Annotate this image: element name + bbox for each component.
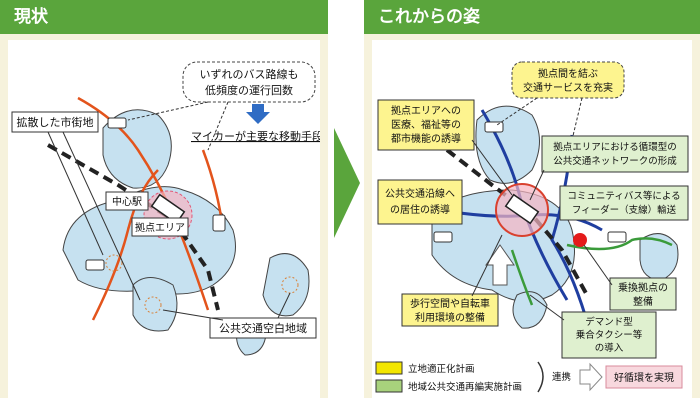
- blank-area-pointer: [162, 309, 224, 321]
- callout-pointer: [471, 139, 513, 196]
- bus-route-line: [91, 169, 159, 321]
- result-box: [605, 365, 683, 389]
- bus-frequency-callout: [182, 61, 316, 103]
- current-state-header: 現状: [0, 0, 328, 34]
- city-region: [132, 277, 178, 332]
- sprawl-label: 拡散した市街地: [17, 115, 94, 129]
- callout-pointer: [583, 244, 613, 286]
- mycar-text: マイカーが主要な移動手段: [191, 129, 320, 143]
- network-callout-line1: 拠点エリアにおける循環型の: [553, 141, 677, 153]
- central-station-label: 中心駅: [112, 195, 142, 208]
- walk-callout-line2: 利用環境の整備: [415, 311, 485, 324]
- residence-callout-line1: 公共交通沿線へ: [385, 187, 455, 200]
- bus-icon: [107, 117, 127, 129]
- current-state-map: いずれのバス路線も 低頻度の運行回数 マイカーが主要な移動手段 拡散した市街地 …: [11, 61, 320, 356]
- residence-callout: [377, 179, 463, 225]
- future-state-map-area: 拠点間を結ぶ 交通サービスを充実 拠点エリアへの 医療、福祉等の 都市機能の誘導…: [372, 40, 692, 398]
- network-callout: [541, 135, 689, 173]
- demand-taxi-line3: の導入: [595, 342, 624, 354]
- connect-callout-line1: 拠点間を結ぶ: [538, 67, 598, 80]
- residence-callout-line2: の居住の誘導: [390, 203, 450, 216]
- legend-green-swatch: [375, 379, 403, 393]
- bus-icon: [85, 259, 105, 271]
- legend-yellow-label: 立地適正化計画: [408, 363, 475, 375]
- urban-function-line1: 拠点エリアへの: [391, 104, 461, 117]
- callout-pointer: [529, 169, 545, 201]
- central-station-label-box: [105, 191, 149, 211]
- blank-area-marker: [144, 296, 162, 314]
- feeder-callout-line2: フィーダー（支線）輸送: [572, 204, 677, 216]
- urban-function-callout: [377, 99, 475, 151]
- hub-area-label: 拠点エリア: [135, 221, 185, 234]
- blank-area-pointer: [277, 292, 291, 319]
- walk-callout: [401, 293, 499, 327]
- future-state-header: これからの姿: [364, 0, 700, 34]
- future-state-panel: これからの姿 拠点間を結ぶ 交通サービスを充実: [364, 0, 700, 398]
- sprawl-pointer: [62, 131, 141, 301]
- feeder-line: [510, 249, 534, 306]
- city-region: [639, 233, 679, 281]
- city-region: [262, 253, 310, 317]
- demand-taxi-line1: デマンド型: [585, 316, 633, 328]
- callout-pointer: [496, 97, 538, 126]
- urban-function-line2: 医療、福祉等の: [391, 118, 461, 131]
- bus-frequency-callout-line2: 低頻度の運行回数: [205, 83, 293, 97]
- blank-area-marker: [105, 254, 123, 272]
- sprawl-pointer: [47, 131, 104, 256]
- bus-icon: [484, 121, 504, 133]
- central-station-icon: [504, 193, 540, 225]
- transfer-callout: [609, 277, 677, 311]
- feeder-callout: [559, 185, 689, 221]
- blank-area-label: 公共交通空白地域: [219, 321, 307, 335]
- demand-taxi-callout: [561, 311, 657, 359]
- legend-yellow-swatch: [375, 361, 403, 375]
- callout-pointer: [127, 101, 209, 121]
- connect-callout: [511, 61, 625, 99]
- callout-pointer: [529, 294, 565, 321]
- walk-callout-line1: 歩行空間や自転車: [410, 297, 490, 310]
- future-state-map: 拠点間を結ぶ 交通サービスを充実 拠点エリアへの 医療、福祉等の 都市機能の誘導…: [375, 61, 689, 393]
- callout-pointer: [207, 101, 229, 151]
- bus-frequency-callout-line1: いずれのバス路線も: [200, 67, 299, 81]
- transition-arrow: [334, 128, 360, 238]
- result-arrow-icon: [579, 362, 603, 392]
- feeder-line: [566, 237, 673, 251]
- transfer-callout-line1: 乗換拠点の: [618, 281, 668, 294]
- blue-down-arrow: [246, 104, 270, 124]
- railway-line: [445, 148, 589, 296]
- result-label: 好循環を実現: [614, 371, 674, 384]
- connect-callout-line2: 交通サービスを充実: [523, 81, 613, 94]
- current-state-panel: 現状 いずれのバス路線も: [0, 0, 328, 398]
- sprawl-label-box: [11, 111, 99, 133]
- urban-function-line3: 都市機能の誘導: [391, 132, 461, 145]
- bus-icon: [212, 214, 226, 232]
- bus-icon: [433, 231, 453, 243]
- link-bracket-icon: [537, 361, 544, 393]
- legend-green-label: 地域公共交通再編実施計画: [408, 381, 522, 393]
- callout-pointer: [571, 97, 583, 141]
- current-state-map-area: いずれのバス路線も 低頻度の運行回数 マイカーが主要な移動手段 拡散した市街地 …: [8, 40, 320, 398]
- transfer-callout-line2: 整備: [633, 295, 653, 308]
- demand-taxi-line2: 乗合タクシー等: [576, 329, 643, 341]
- bus-icon: [607, 231, 627, 243]
- feeder-callout-line1: コミュニティバス等による: [567, 190, 680, 202]
- callout-pointer: [471, 234, 503, 297]
- link-label: 連携: [552, 371, 571, 383]
- transfer-hub-marker: [573, 233, 587, 247]
- hub-area-label-box: [131, 217, 189, 237]
- network-callout-line2: 公共交通ネットワークの形成: [553, 155, 677, 167]
- blank-area-label-box: [209, 317, 317, 339]
